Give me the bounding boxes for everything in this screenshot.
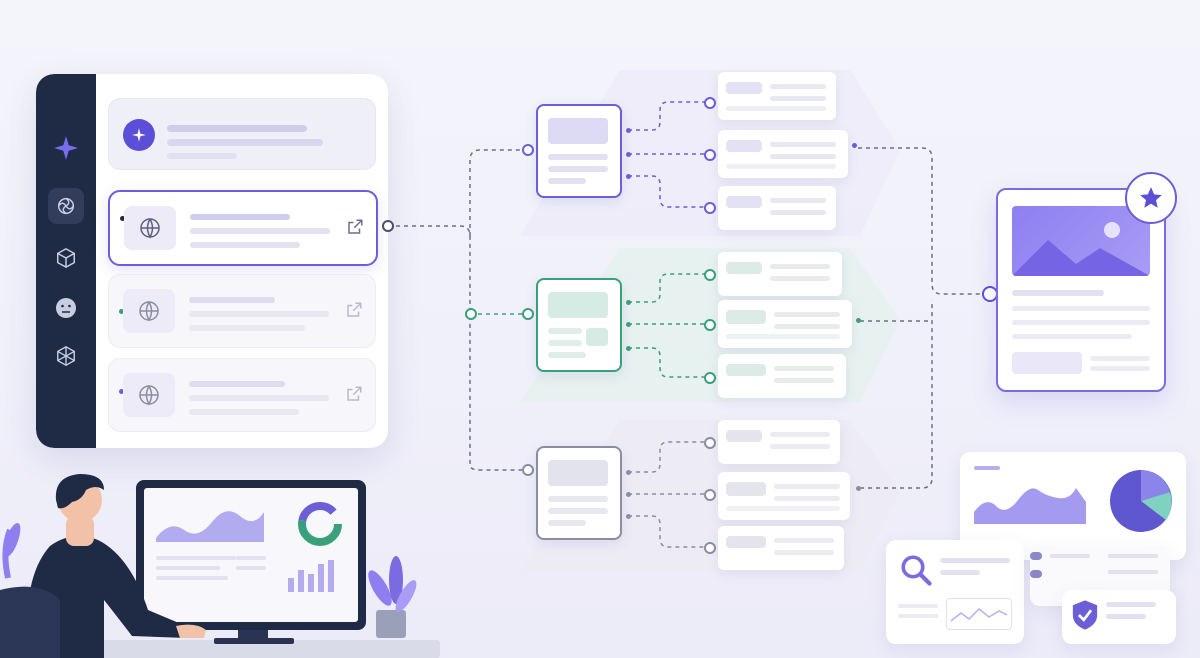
external-link-icon[interactable]	[345, 301, 363, 324]
network-icon[interactable]	[48, 338, 84, 374]
pie-chart-icon	[1110, 470, 1172, 532]
line-chart-icon	[946, 598, 1012, 630]
list-item[interactable]	[108, 274, 376, 348]
leaf-card[interactable]	[718, 354, 846, 398]
area-chart-icon	[974, 488, 1086, 524]
flow-node-bottom[interactable]	[536, 446, 622, 540]
sparkle-icon	[123, 119, 155, 151]
face-icon[interactable]	[48, 290, 84, 326]
flow-node-middle[interactable]	[536, 278, 622, 372]
flow-node-top[interactable]	[536, 104, 622, 198]
leaf-card[interactable]	[718, 526, 844, 570]
list-item[interactable]	[108, 358, 376, 432]
list-item-selected[interactable]	[108, 190, 378, 266]
app-panel	[36, 74, 388, 448]
leaf-card[interactable]	[718, 420, 840, 464]
search-card	[886, 540, 1024, 644]
image-icon	[1012, 206, 1150, 276]
leaf-card[interactable]	[718, 186, 836, 230]
connector-port	[522, 308, 534, 320]
leaf-card[interactable]	[718, 472, 850, 520]
output-document-card[interactable]	[996, 188, 1166, 392]
openai-icon[interactable]	[48, 188, 84, 224]
connector-port	[522, 144, 534, 156]
star-icon[interactable]	[1125, 172, 1177, 224]
sidebar-rail	[36, 74, 96, 448]
cube-icon[interactable]	[48, 240, 84, 276]
connector-port	[465, 308, 477, 320]
list-item-header[interactable]	[108, 98, 376, 170]
security-card	[1062, 590, 1176, 644]
globe-icon	[123, 373, 175, 417]
globe-icon	[124, 206, 176, 250]
leaf-card[interactable]	[718, 130, 848, 178]
globe-icon	[123, 289, 175, 333]
external-link-icon[interactable]	[345, 385, 363, 408]
connector-port	[522, 464, 534, 476]
sparkle-icon[interactable]	[48, 130, 84, 166]
leaf-card[interactable]	[718, 72, 836, 120]
leaf-card[interactable]	[718, 252, 842, 296]
leaf-card[interactable]	[718, 300, 852, 348]
search-icon	[901, 555, 932, 586]
shield-check-icon	[1072, 600, 1098, 630]
person-at-computer-illustration	[0, 474, 440, 658]
external-link-icon[interactable]	[346, 218, 364, 241]
connector-port	[382, 220, 394, 232]
